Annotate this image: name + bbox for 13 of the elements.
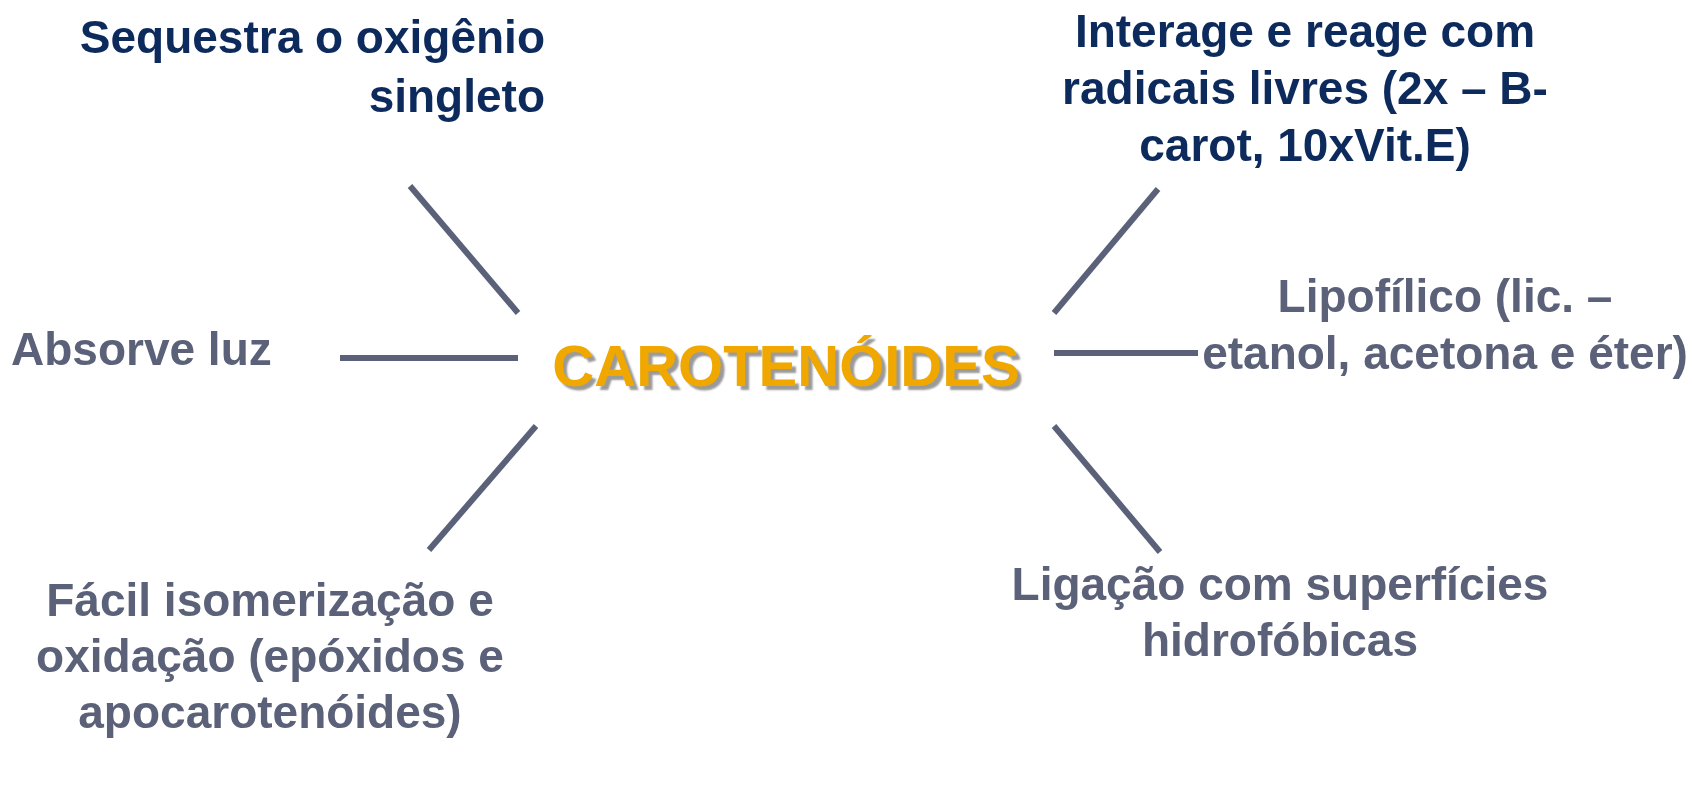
topic-text: Lipofílico (lic. – etanol, acetona e éter) — [1201, 269, 1689, 381]
topic-text: Sequestra o oxigênio singleto — [78, 10, 545, 124]
connector-line — [407, 184, 521, 315]
connector-line — [1051, 187, 1161, 315]
connector-line — [1051, 424, 1163, 554]
topic-text: Absorve luz — [11, 322, 273, 377]
connector-line — [340, 355, 518, 361]
central-topic: CAROTENÓIDES — [551, 332, 1021, 400]
topic-text: Fácil isomerização e oxidação (epóxidos e apocarotenóides) — [35, 573, 505, 740]
connector-line — [1054, 350, 1198, 356]
topic-text: Ligação com superfícies hidrofóbicas — [1010, 557, 1550, 668]
connector-line — [426, 424, 539, 552]
topic-text: Interage e reage com radicais livres (2x – B-carot, 10xVit.E) — [1061, 4, 1549, 173]
